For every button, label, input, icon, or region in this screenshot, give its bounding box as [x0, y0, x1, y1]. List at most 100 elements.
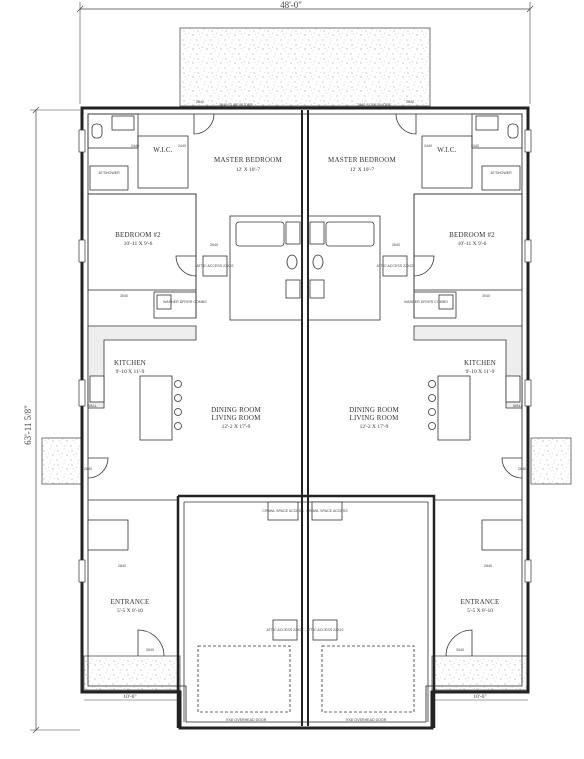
left-kitchen-size: 9'-10 X 11'-9	[116, 369, 145, 375]
right-washer-dryer-label: WASHER DRYER COMBO	[404, 300, 448, 304]
right-bathroom	[471, 113, 523, 149]
left-stool-1	[174, 380, 182, 388]
right-overhead-door[interactable]	[321, 645, 415, 713]
left-living-name: LIVING ROOM	[211, 414, 261, 422]
right-garage-attic-access[interactable]	[312, 619, 338, 641]
right-bedroom2-name: BEDROOM #2	[449, 231, 495, 239]
left-overhead-door[interactable]	[197, 645, 291, 713]
right-wall-note: WALL	[513, 404, 523, 408]
left-attic-access-label: ATTIC ACCESS 22X22	[196, 264, 233, 268]
right-range-icon	[505, 375, 521, 403]
right-wic-label: W.I.C.	[437, 146, 456, 154]
left-bath-toilet	[286, 254, 298, 270]
right-door-tag-1: 2440	[471, 144, 479, 148]
right-bedroom-door-swing[interactable]	[413, 255, 435, 277]
left-master-door-swing[interactable]	[193, 113, 215, 135]
right-garage-attic-label: ATTIC ACCESS 22X22	[306, 628, 343, 632]
right-mech-chase	[309, 279, 325, 299]
right-door-tag-8: 3040	[456, 648, 464, 652]
exterior-walls	[80, 106, 530, 730]
right-stool-2	[428, 394, 436, 402]
left-bedroom-door-swing[interactable]	[175, 255, 197, 277]
right-master-door-swing[interactable]	[395, 113, 417, 135]
right-overhead-door-label: 9'X8' OVERHEAD DOOR	[346, 718, 387, 722]
left-washer-dryer[interactable]	[153, 291, 197, 319]
right-vanity-icon	[475, 115, 499, 131]
left-side-door-swing[interactable]	[87, 457, 109, 479]
right-door-tag-3: 2840	[406, 100, 414, 104]
left-desk	[87, 519, 129, 551]
right-attic-access[interactable]	[382, 255, 408, 277]
right-entrance-name: ENTRANCE	[461, 598, 500, 606]
overall-depth-text: 63'-11 5/8"	[23, 405, 33, 445]
right-crawl-space-label: CRAWL SPACE ACCESS	[306, 509, 348, 513]
right-kitchen-size: 9'-10 X 11'-9	[466, 369, 495, 375]
right-washer-icon	[438, 294, 454, 310]
shared-bath-core	[229, 215, 381, 321]
left-door-tag-4: 2640	[210, 243, 218, 247]
right-bath-vanity	[309, 221, 325, 245]
right-toilet-icon	[507, 123, 519, 139]
left-attic-access[interactable]	[202, 255, 228, 277]
left-front-porch	[83, 655, 181, 691]
left-bedroom2-size: 10'-11 X 9'-6	[124, 241, 153, 247]
right-shower-label: 30"SHOWER	[490, 171, 512, 175]
left-side-stoop	[41, 437, 83, 485]
left-main-bath	[229, 215, 303, 321]
right-bedroom2-size: 10'-11 X 9'-6	[458, 241, 487, 247]
right-dining-name: DINING ROOM	[349, 406, 399, 414]
left-master-bedroom-size: 12' X 10'-7	[236, 167, 261, 173]
left-bath-vanity	[285, 221, 301, 245]
left-entrance-size: 5'-5 X 8'-10	[117, 608, 143, 614]
right-entrance-size: 5'-5 X 8'-10	[467, 608, 493, 614]
left-wall-note: WALL	[87, 404, 97, 408]
right-unit: W.I.C. 30"SHOWER MASTER BEDROOM 12' X 10…	[328, 100, 526, 657]
right-porch-dimension: 10'-6"	[473, 694, 486, 700]
left-master-bedroom-name: MASTER BEDROOM	[214, 156, 283, 164]
right-front-porch	[431, 655, 529, 691]
overall-depth-dimension: 63'-11 5/8"	[23, 106, 80, 734]
left-entrance-name: ENTRANCE	[111, 598, 150, 606]
right-front-door-swing[interactable]	[445, 629, 473, 657]
left-kitchen-name: KITCHEN	[114, 359, 146, 367]
rear-patio-slab	[179, 27, 431, 107]
left-door-tag-2: 2440	[178, 144, 186, 148]
right-crawl-space-access[interactable]	[311, 501, 343, 521]
window-marks	[78, 129, 532, 583]
left-door-tag-3: 2840	[196, 100, 204, 104]
right-dining-living-size: 12'-2 X 17'-9	[360, 424, 389, 430]
party-wall	[301, 110, 309, 726]
left-dining-name: DINING ROOM	[211, 406, 261, 414]
left-wic	[137, 135, 189, 189]
right-attic-access-label: ATTIC ACCESS 22X22	[376, 264, 413, 268]
right-shower	[481, 165, 521, 191]
right-stool-1	[428, 380, 436, 388]
left-washer-dryer-label: WASHER DRYER COMBO	[163, 300, 207, 304]
left-garage-attic-access[interactable]	[272, 619, 298, 641]
right-desk	[481, 519, 523, 551]
right-door-tag-2: 2440	[424, 144, 432, 148]
left-door-tag-9: 2840 SLIDE/SLIDER	[219, 103, 253, 107]
left-door-tag-8: 3040	[146, 648, 154, 652]
left-unit: W.I.C. 30"SHOWER MASTER BEDROOM 12' X 10…	[84, 100, 283, 657]
left-range-icon	[89, 375, 105, 403]
right-side-stoop	[530, 437, 572, 485]
left-crawl-space-access[interactable]	[267, 501, 299, 521]
left-shower	[89, 165, 129, 191]
left-door-tag-1: 2440	[131, 144, 139, 148]
left-bathroom	[87, 113, 139, 149]
left-washer-icon	[156, 294, 172, 310]
left-front-door-swing[interactable]	[137, 629, 165, 657]
right-door-tag-6: 2640	[518, 467, 526, 471]
right-washer-dryer[interactable]	[413, 291, 457, 319]
right-main-bath	[307, 215, 381, 321]
right-stool-4	[428, 422, 436, 430]
right-side-door-swing[interactable]	[501, 457, 523, 479]
right-kitchen-name: KITCHEN	[464, 359, 496, 367]
right-kitchen-island	[437, 375, 471, 441]
left-crawl-space-label: CRAWL SPACE ACCESS	[262, 509, 304, 513]
left-door-tag-6: 2640	[84, 467, 92, 471]
left-overhead-door-label: 9'X8' OVERHEAD DOOR	[226, 718, 267, 722]
right-door-tag-9: 2840 SLIDE/SLIDER	[357, 103, 391, 107]
